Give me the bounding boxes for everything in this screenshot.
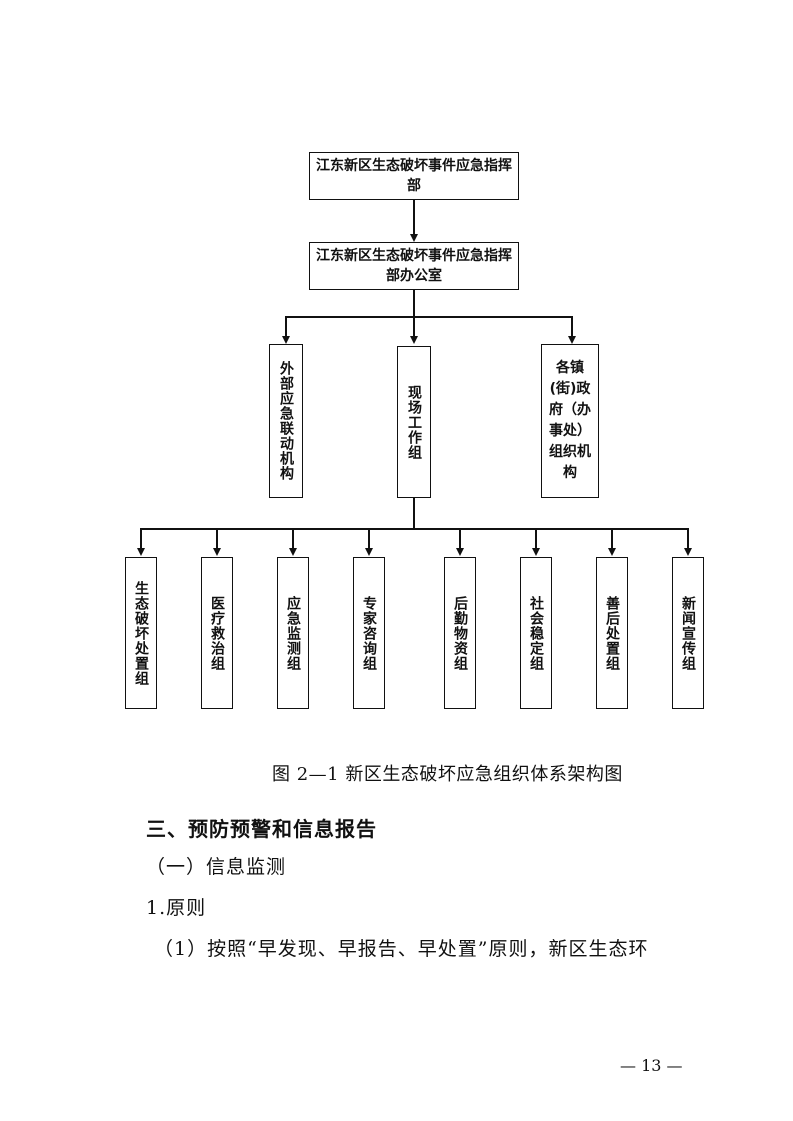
sub-heading: （一）信息监测 [146, 856, 287, 878]
arrow-head [608, 548, 616, 556]
connector [571, 316, 573, 338]
body-paragraph: （1）按照“早发现、早报告、早处置”原则，新区生态环 [154, 938, 649, 960]
connector [687, 528, 689, 548]
connector [216, 528, 218, 548]
connector [292, 528, 294, 548]
section-heading: 三、预防预警和信息报告 [146, 817, 377, 841]
town-government-box: 各镇(街)政府（办事处）组织机构 [541, 344, 599, 498]
arrow-head [684, 548, 692, 556]
social-stability-box: 社会稳定组 [520, 557, 552, 709]
arrow-head [289, 548, 297, 556]
logistics-supplies-box: 后勤物资组 [444, 557, 476, 709]
connector [140, 528, 142, 548]
connector [413, 316, 415, 338]
figure-caption: 图 2—1 新区生态破坏应急组织体系架构图 [272, 764, 623, 785]
arrow-head [410, 336, 418, 344]
aftermath-handling-box: 善后处置组 [596, 557, 628, 709]
command-headquarters-box: 江东新区生态破坏事件应急指挥部 [309, 152, 519, 200]
connector [535, 528, 537, 548]
connector [459, 528, 461, 548]
emergency-monitoring-box: 应急监测组 [277, 557, 309, 709]
expert-consultation-box: 专家咨询组 [353, 557, 385, 709]
arrow-head [456, 548, 464, 556]
arrow-head [568, 336, 576, 344]
news-publicity-box: 新闻宣传组 [672, 557, 704, 709]
arrow-head [137, 548, 145, 556]
item-heading: 1.原则 [146, 897, 207, 919]
connector [140, 528, 688, 530]
command-office-box: 江东新区生态破坏事件应急指挥部办公室 [309, 242, 519, 290]
connector [285, 316, 287, 338]
arrow-head [532, 548, 540, 556]
connector [413, 200, 415, 234]
ecological-damage-handling-box: 生态破坏处置组 [125, 557, 157, 709]
arrow-head [365, 548, 373, 556]
medical-treatment-box: 医疗救治组 [201, 557, 233, 709]
connector [413, 498, 415, 528]
connector [413, 290, 415, 316]
page-number: — 13 — [620, 1056, 683, 1075]
external-linkage-box: 外部应急联动机构 [269, 344, 303, 498]
connector [368, 528, 370, 548]
arrow-head [213, 548, 221, 556]
arrow-head [282, 336, 290, 344]
connector [285, 316, 572, 318]
arrow-head [410, 234, 418, 242]
field-work-group-box: 现场工作组 [397, 346, 431, 498]
connector [611, 528, 613, 548]
